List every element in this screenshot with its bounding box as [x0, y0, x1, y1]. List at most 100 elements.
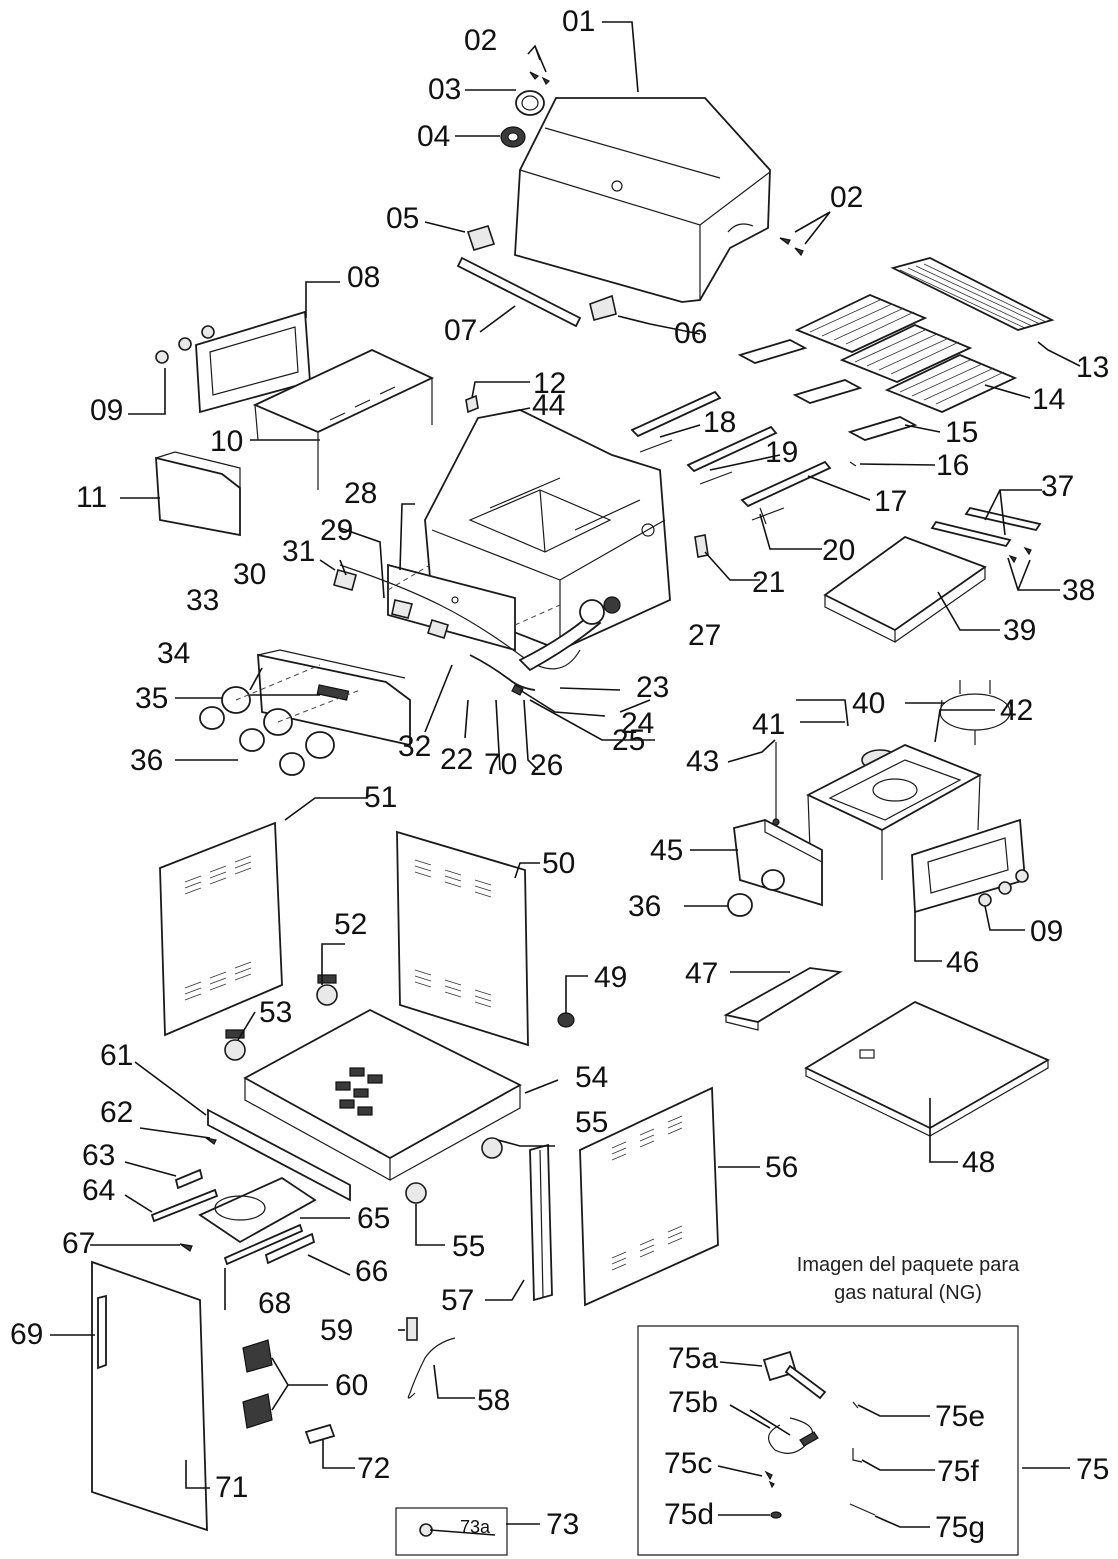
label-38: 38 [1062, 574, 1095, 607]
label-46: 46 [946, 946, 979, 979]
caption-line-2: gas natural (NG) [834, 1282, 982, 1304]
caster-53 [224, 1029, 246, 1061]
label-36b: 36 [628, 890, 661, 923]
label-34: 34 [157, 637, 190, 670]
screws-38 [1008, 546, 1032, 564]
label-23: 23 [636, 671, 669, 704]
handle-bracket-06 [589, 294, 617, 321]
label-06: 06 [674, 317, 707, 350]
label-56: 56 [765, 1151, 798, 1184]
label-55b: 55 [452, 1230, 485, 1263]
slides-63-64-66-68 [150, 1168, 316, 1266]
cart-side-panel-50 [396, 830, 529, 1047]
label-20: 20 [822, 534, 855, 567]
label-16: 16 [936, 449, 969, 482]
label-75b: 75b [668, 1386, 718, 1419]
caption-line-1: Imagen del paquete para [797, 1254, 1020, 1276]
label-37: 37 [1041, 470, 1074, 503]
label-09b: 09 [1030, 915, 1063, 948]
cart-base-54 [243, 1008, 522, 1182]
heat-shield-28 [387, 563, 516, 652]
label-14: 14 [1032, 383, 1065, 416]
label-75c: 75c [664, 1447, 712, 1480]
label-75d: 75d [664, 1498, 714, 1531]
label-43: 43 [686, 745, 719, 778]
label-60: 60 [335, 1369, 368, 1402]
label-04: 04 [417, 120, 450, 153]
label-73: 73 [546, 1508, 579, 1541]
label-15: 15 [945, 416, 978, 449]
igniter-wire-43 [772, 742, 780, 826]
label-35: 35 [135, 682, 168, 715]
label-53: 53 [259, 996, 292, 1029]
label-72: 72 [357, 1452, 390, 1485]
flame-tamers-15 [737, 339, 918, 441]
bracket-59 [406, 1317, 418, 1341]
hood-bolts-02 [529, 71, 804, 257]
control-knobs-09b [978, 869, 1029, 907]
caster-52 [316, 974, 338, 1006]
side-burner-knob-36 [727, 893, 753, 917]
label-44: 44 [532, 389, 565, 422]
label-75: 75 [1076, 1453, 1109, 1486]
label-40: 40 [852, 687, 885, 720]
label-05: 05 [386, 202, 419, 235]
side-burner-panel-45 [733, 819, 823, 907]
label-75e: 75e [935, 1400, 985, 1433]
label-11: 11 [76, 481, 107, 514]
side-shelf-frame-10 [252, 349, 435, 490]
label-67: 67 [62, 1227, 95, 1260]
label-62: 62 [100, 1096, 133, 1129]
label-75f: 75f [937, 1455, 979, 1488]
cart-side-panel-51 [159, 821, 283, 1037]
label-22: 22 [440, 743, 473, 776]
side-burner-lid-39 [823, 535, 987, 643]
label-48: 48 [962, 1146, 995, 1179]
label-45: 45 [650, 834, 683, 867]
label-24: 24 [621, 707, 654, 740]
label-75g: 75g [935, 1511, 985, 1544]
frame-rail-57 [529, 1143, 553, 1302]
label-65: 65 [357, 1202, 390, 1235]
label-54: 54 [575, 1061, 608, 1094]
label-08: 08 [347, 261, 380, 294]
label-31: 31 [282, 535, 315, 568]
side-burner-rails-37 [930, 506, 1042, 548]
label-30: 30 [233, 558, 266, 591]
label-17: 17 [874, 485, 907, 518]
label-29: 29 [320, 514, 353, 547]
label-01: 01 [562, 5, 595, 38]
door-hinges-60 [242, 1339, 273, 1429]
screws-62-67 [179, 1137, 217, 1252]
label-10: 10 [210, 425, 243, 458]
label-64: 64 [82, 1174, 115, 1207]
label-33: 33 [186, 584, 219, 617]
label-58: 58 [477, 1384, 510, 1417]
ng-kit-caption: Imagen del paquete para gas natural (NG) [797, 1254, 1020, 1304]
casters-55 [405, 1137, 503, 1204]
label-61: 61 [100, 1039, 133, 1072]
label-02b: 02 [830, 181, 863, 214]
label-68: 68 [258, 1287, 291, 1320]
bracket-12 [465, 394, 479, 414]
label-28: 28 [344, 477, 377, 510]
thermometer-bezel-03 [515, 90, 545, 116]
ng-kit-75-box [637, 1325, 1019, 1556]
label-66: 66 [355, 1255, 388, 1288]
control-panel-33 [257, 649, 411, 747]
label-59: 59 [320, 1314, 353, 1347]
handle-bracket-05 [466, 225, 496, 251]
label-52: 52 [334, 908, 367, 941]
control-knobs-09 [155, 325, 215, 364]
grommet-49 [557, 1012, 575, 1028]
label-75a: 75a [668, 1342, 718, 1375]
side-burner-box-42 [805, 744, 983, 880]
label-50: 50 [542, 847, 575, 880]
label-55: 55 [575, 1106, 608, 1139]
label-73a: 73a [460, 1517, 491, 1537]
back-panel-56 [579, 1086, 719, 1307]
side-shelf-cover-11 [155, 451, 241, 537]
thermometer-04 [500, 126, 526, 148]
bracket-72 [304, 1423, 336, 1445]
label-36: 36 [130, 744, 163, 777]
